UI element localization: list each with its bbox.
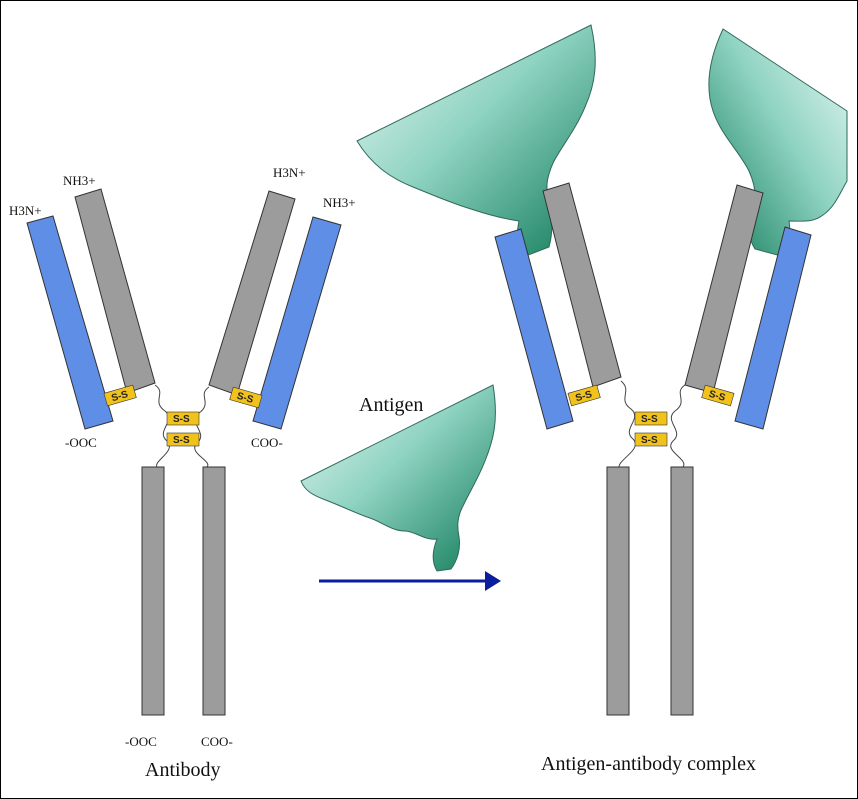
complex-disulfide-left-arm: S-S (567, 384, 601, 407)
left-light-chain (26, 215, 114, 430)
left-heavy-n-terminus: NH3+ (63, 173, 96, 188)
complex-disulfide-hinge-2: S-S (634, 432, 668, 447)
left-light-n-terminus: H3N+ (9, 203, 42, 218)
svg-text:S-S: S-S (707, 389, 726, 404)
right-light-n-terminus: NH3+ (323, 195, 356, 210)
antibody-label: Antibody (145, 759, 221, 781)
disulfide-bond-left-arm: S-S (103, 384, 137, 407)
svg-text:S-S: S-S (574, 389, 593, 404)
svg-text:S-S: S-S (173, 435, 190, 446)
disulfide-bond-right-arm: S-S (229, 386, 263, 409)
complex-hinge-right (670, 384, 686, 468)
disulfide-bond-hinge-1: S-S (166, 411, 200, 426)
right-stem-heavy-chain (202, 466, 226, 716)
left-heavy-chain (74, 188, 156, 394)
svg-text:S-S: S-S (641, 414, 658, 425)
antigen-label: Antigen (359, 394, 423, 416)
reaction-arrow (319, 571, 501, 591)
complex-left-heavy-chain (542, 182, 622, 388)
svg-text:S-S: S-S (110, 389, 129, 404)
antigen-shape (300, 384, 496, 572)
right-heavy-n-terminus: H3N+ (273, 165, 306, 180)
svg-text:S-S: S-S (641, 435, 658, 446)
svg-text:S-S: S-S (173, 414, 190, 425)
antibody: S-S S-S S-S S-S H3N+ NH3+ H3N+ NH3+ -OOC… (9, 165, 356, 781)
complex-disulfide-hinge-1: S-S (634, 411, 668, 426)
complex-left-light-chain (494, 228, 574, 430)
antigen-antibody-complex: S-S S-S S-S S-S Antigen-antibody complex (356, 24, 848, 775)
left-heavy-c-terminus: -OOC (125, 734, 157, 749)
right-light-chain (252, 216, 342, 430)
complex-left-stem (606, 466, 630, 716)
complex-hinge-left (618, 380, 636, 468)
left-light-c-terminus: -OOC (65, 435, 97, 450)
complex-right-light-chain (734, 226, 812, 430)
hinge-left (154, 384, 170, 468)
free-antigen: Antigen (300, 384, 496, 572)
right-heavy-c-terminus: COO- (201, 734, 233, 749)
bound-antigen-left (356, 24, 596, 258)
svg-text:S-S: S-S (235, 391, 254, 406)
complex-right-stem (670, 466, 694, 716)
hinge-right (194, 386, 210, 468)
complex-label: Antigen-antibody complex (541, 753, 756, 775)
disulfide-bond-hinge-2: S-S (166, 432, 200, 447)
complex-disulfide-right-arm: S-S (701, 384, 735, 407)
right-light-c-terminus: COO- (251, 435, 283, 450)
left-stem-heavy-chain (141, 466, 165, 716)
